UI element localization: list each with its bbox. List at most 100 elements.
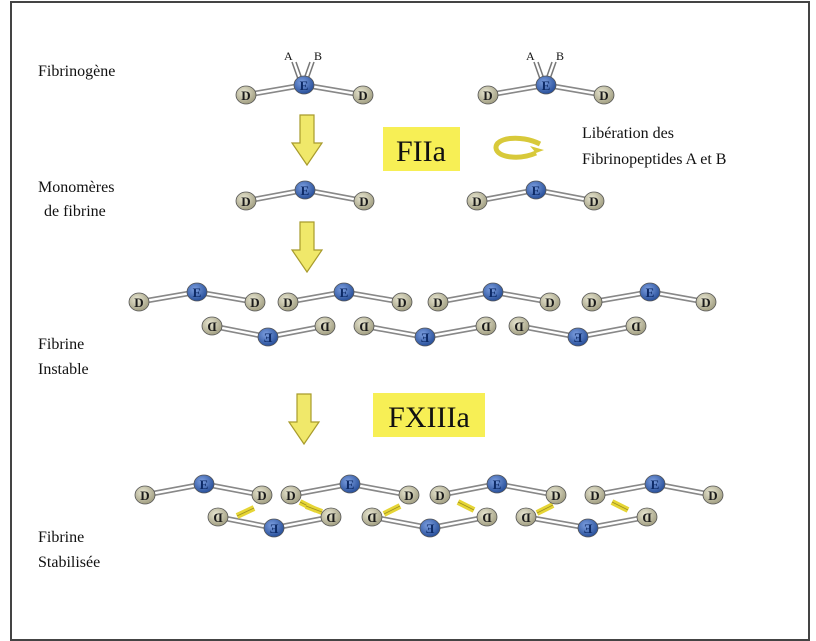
d-domain-node: D [476,507,498,527]
label-liberation-line2: Fibrinopeptides A et B [582,151,726,168]
d-domain-node: D [235,85,257,105]
node-letter: D [397,295,406,310]
node-letter: E [264,330,273,345]
d-domain-node: D [128,292,150,312]
node-letter: D [590,488,599,503]
node-letter: D [521,510,530,525]
node-letter: D [433,295,442,310]
label-monomeres-line1: Monomères [38,179,114,196]
d-domain-node: D [636,507,658,527]
node-letter: E [651,477,660,492]
node-letter: D [359,319,368,334]
d-domain-node: D [475,316,497,336]
node-letter: D [551,488,560,503]
d-domain-node: D [584,485,606,505]
node-letter: D [367,510,376,525]
crosslink-edge [457,501,475,511]
node-letter: D [241,88,250,103]
node-letter: E [340,285,349,300]
node-letter: D [359,194,368,209]
node-letter: D [250,295,259,310]
e-domain-node: E [263,518,285,538]
release-curl-arrow-icon [493,135,544,160]
node-letter: E [421,330,430,345]
label-fibrine-stabilisee-line2: Stabilisée [38,554,100,571]
node-letter: E [426,521,435,536]
d-domain-node: D [581,292,603,312]
d-domain-node: D [320,507,342,527]
bond-line [364,323,426,336]
node-letter: E [200,477,209,492]
node-letter: D [482,510,491,525]
e-domain-node: E [257,327,279,347]
node-letter: E [542,78,551,93]
node-letter: D [257,488,266,503]
d-domain-node: D [235,191,257,211]
bond-line [525,518,588,531]
fibrin-diagram: Fibrinogène Monomères de fibrine Fibrine… [38,49,726,571]
d-domain-node: D [593,85,615,105]
d-domain-node: D [277,292,299,312]
d-domain-node: D [134,485,156,505]
e-domain-node: E [577,518,599,538]
e-domain-node: E [186,282,208,302]
node-letter: D [286,488,295,503]
node-letter: D [708,488,717,503]
down-arrow-icon [290,114,324,167]
e-domain-node: E [333,282,355,302]
d-domain-node: D [695,292,717,312]
d-domain-node: D [545,485,567,505]
e-domain-node: E [419,518,441,538]
label-monomeres-line2: de fibrine [44,203,106,220]
d-domain-node: D [429,485,451,505]
e-domain-node: E [644,474,666,494]
label-fibrine-instable-line2: Instable [38,361,89,378]
d-domain-node: D [251,485,273,505]
node-letter: D [545,295,554,310]
d-domain-node: D [353,316,375,336]
d-domain-node: D [352,85,374,105]
node-letter: D [587,295,596,310]
crosslink-edge [383,505,401,515]
node-letter: D [599,88,608,103]
node-letter: D [435,488,444,503]
crosslink-edge [611,501,629,511]
peptide-a-label: A [284,49,293,63]
node-letter: D [404,488,413,503]
label-fibrine-instable-line1: Fibrine [38,336,84,353]
node-letter: D [358,88,367,103]
peptide-b-label: B [556,49,564,63]
node-letter: D [631,319,640,334]
d-domain-node: D [391,292,413,312]
e-domain-node: E [486,474,508,494]
node-letter: D [701,295,710,310]
d-domain-node: D [244,292,266,312]
diagram-frame [10,1,810,641]
d-domain-node: D [583,191,605,211]
crosslink-edge [236,507,255,517]
e-domain-node: E [639,282,661,302]
d-domain-node: D [625,316,647,336]
e-domain-node: E [294,180,316,200]
fiia-highlight [383,127,460,171]
node-letter: D [481,319,490,334]
node-letter: D [140,488,149,503]
d-domain-node: D [702,485,724,505]
node-letter: D [589,194,598,209]
d-domain-node: D [539,292,561,312]
d-domain-node: D [427,292,449,312]
node-letter: E [489,285,498,300]
down-arrow-icon [287,393,321,446]
e-domain-node: E [535,75,557,95]
e-domain-node: E [567,327,589,347]
node-letter: D [241,194,250,209]
fiia-label: FIIa [396,135,446,168]
label-liberation-line1: Libération des [582,125,674,142]
node-letter: D [326,510,335,525]
e-domain-node: E [293,75,315,95]
node-letter: E [584,521,593,536]
down-arrow-icon [290,221,324,274]
fxiiia-label: FXIIIa [388,401,470,434]
d-domain-node: D [207,507,229,527]
d-domain-node: D [353,191,375,211]
